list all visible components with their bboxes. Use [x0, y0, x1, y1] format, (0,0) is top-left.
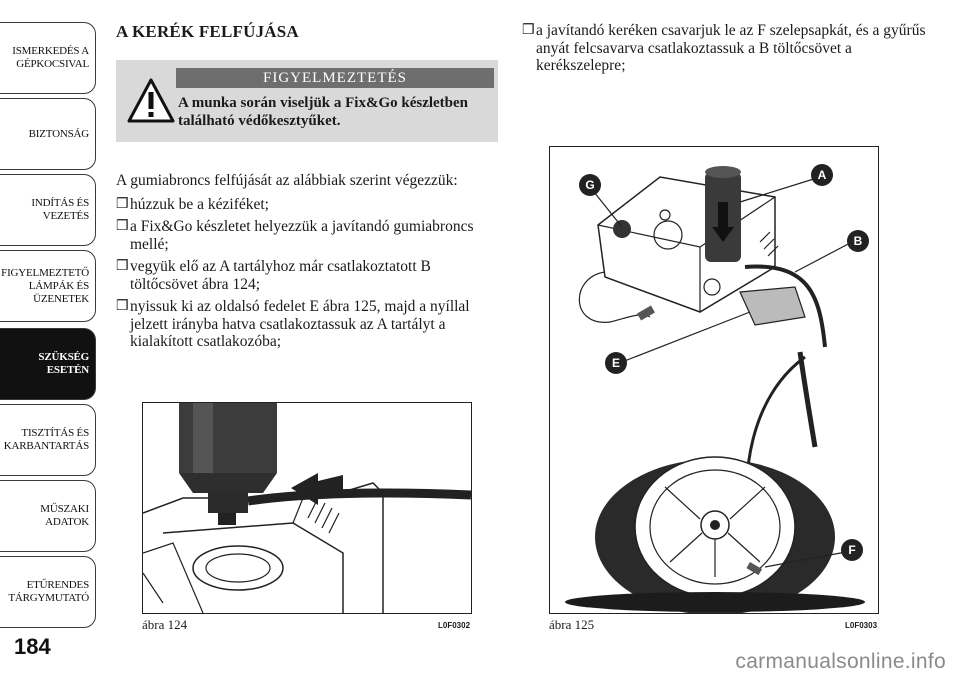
- section-title: A KERÉK FELFÚJÁSA: [116, 22, 299, 41]
- tire-inflation-illustration: G A B E F: [565, 164, 869, 613]
- callout-g: G: [579, 174, 601, 196]
- watermark-text: carmanualsonline.info: [735, 650, 946, 673]
- tab-safety[interactable]: BIZTONSÁG: [0, 98, 96, 170]
- checkbox-bullet-icon: ❒: [116, 219, 129, 234]
- callout-g-label: G: [585, 178, 594, 192]
- checkbox-bullet-icon: ❒: [522, 23, 535, 38]
- checkbox-bullet-icon: ❒: [116, 299, 129, 314]
- callout-e-label: E: [612, 356, 620, 370]
- callout-f: F: [841, 539, 863, 561]
- intro-text: A gumiabroncs felfújását az alábbiak sze…: [116, 172, 458, 189]
- tab-starting-driving[interactable]: INDÍTÁS ÉS VEZETÉS: [0, 174, 96, 246]
- figure-124-caption: ábra 124: [142, 617, 188, 632]
- list-item: ❒húzzuk be a kéziféket;: [116, 195, 269, 213]
- warning-box: FIGYELMEZTETÉS A munka során viseljük a …: [116, 60, 498, 142]
- callout-f-label: F: [848, 543, 855, 557]
- checkbox-bullet-icon: ❒: [116, 259, 129, 274]
- callout-b-label: B: [854, 234, 863, 248]
- warning-header: FIGYELMEZTETÉS: [176, 68, 494, 88]
- callout-e: E: [605, 352, 627, 374]
- tab-warning-lights[interactable]: FIGYELMEZTETŐ LÁMPÁK ÉS ÜZENETEK: [0, 250, 96, 322]
- figure-125-caption: ábra 125: [549, 617, 595, 632]
- callout-b: B: [847, 230, 869, 252]
- figure-124: [142, 402, 472, 614]
- warning-text: A munka során viseljük a Fix&Go készletb…: [178, 95, 469, 129]
- tab-cleaning-maintenance[interactable]: TISZTÍTÁS ÉS KARBANTARTÁS: [0, 404, 96, 476]
- tab-technical-data[interactable]: MŰSZAKI ADATOK: [0, 480, 96, 552]
- warning-triangle-icon: [127, 78, 175, 123]
- page-number: 184: [14, 634, 51, 659]
- compressor-connector-illustration: [143, 403, 471, 613]
- callout-a: A: [811, 164, 833, 186]
- tab-getting-to-know[interactable]: ISMERKEDÉS A GÉPKOCSIVAL: [0, 22, 96, 94]
- list-item: ❒vegyük elő az A tartályhoz már csatlako…: [116, 258, 431, 293]
- tab-emergency[interactable]: SZÜKSÉG ESETÉN: [0, 328, 96, 400]
- tab-index[interactable]: ETŰRENDES TÁRGYMUTATÓ: [0, 556, 96, 628]
- list-item: ❒nyissuk ki az oldalsó fedelet E ábra 12…: [116, 298, 470, 350]
- callout-a-label: A: [818, 168, 827, 182]
- instructions-left: A gumiabroncs felfújását az alábbiak sze…: [116, 172, 498, 356]
- list-item: ❒a javítandó keréken csavarjuk le az F s…: [522, 22, 926, 74]
- instructions-right: ❒a javítandó keréken csavarjuk le az F s…: [522, 22, 932, 80]
- checkbox-bullet-icon: ❒: [116, 196, 129, 212]
- figure-125: G A B E F: [549, 146, 879, 614]
- figure-125-code: L0F0303: [845, 621, 878, 630]
- list-item: ❒a Fix&Go készletet helyezzük a javítand…: [116, 218, 474, 253]
- figure-124-code: L0F0302: [438, 621, 471, 630]
